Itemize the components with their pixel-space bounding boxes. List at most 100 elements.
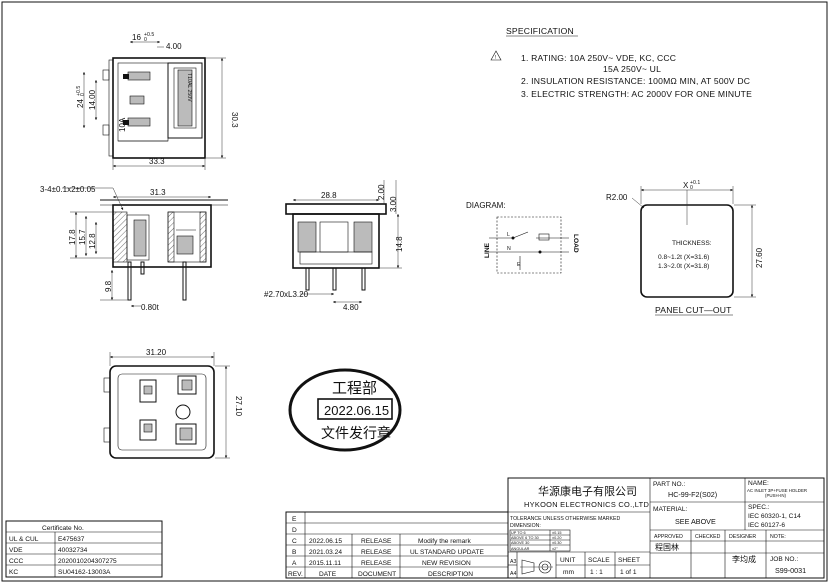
wiring-diagram: DIAGRAM: LINE LOAD L N E bbox=[466, 201, 579, 274]
svg-text:0: 0 bbox=[80, 93, 86, 96]
spec-value-2: IEC 60127-6 bbox=[748, 522, 785, 529]
name-label: NAME: bbox=[748, 480, 769, 487]
svg-text:+0.5: +0.5 bbox=[144, 32, 154, 38]
dim-16: 16 bbox=[132, 33, 141, 42]
job-value: S99-0031 bbox=[775, 566, 806, 575]
label-10a: 10A bbox=[118, 117, 127, 132]
svg-text:A: A bbox=[292, 560, 297, 567]
dim-pin: #2.70xL3.20 bbox=[264, 290, 309, 299]
bottom-view: 31.20 27.10 bbox=[103, 348, 243, 459]
size-a3: A3 bbox=[510, 559, 516, 565]
release-stamp: 工程部 2022.06.15 文件发行章 bbox=[288, 368, 402, 452]
stamp-top: 工程部 bbox=[332, 379, 377, 397]
svg-text:ABOVE 30: ABOVE 30 bbox=[511, 541, 529, 545]
diagram-line: LINE bbox=[484, 242, 491, 258]
svg-text:DATE: DATE bbox=[319, 571, 337, 578]
dim-15-7: 15.7 bbox=[78, 229, 87, 245]
material-label: MATERIAL: bbox=[653, 506, 687, 513]
tolerance-note: TOLERANCE UNLESS OTHERWISE MARKED bbox=[510, 516, 620, 522]
panel-height: 27.60 bbox=[755, 247, 764, 268]
top-view: T10AL 250V 10A 16 +0.5 0 4.00 24 +0.5 0 … bbox=[76, 32, 239, 170]
sheet-label: SHEET bbox=[618, 557, 640, 564]
dim-17-8: 17.8 bbox=[68, 229, 77, 245]
name-value: AC INLET 3P+FUSE HOLDER bbox=[747, 488, 807, 493]
dim-14-8: 14.8 bbox=[395, 236, 404, 252]
dim-0-80t: 0.80t bbox=[141, 303, 160, 312]
svg-text:DESCRIPTION: DESCRIPTION bbox=[428, 571, 473, 578]
svg-text:SU04162-13003A: SU04162-13003A bbox=[58, 569, 111, 576]
svg-text:2022.06.15: 2022.06.15 bbox=[309, 538, 342, 545]
svg-text:VDE: VDE bbox=[9, 547, 23, 554]
diagram-n: N bbox=[507, 246, 511, 252]
scale-label: SCALE bbox=[588, 557, 610, 564]
panel-thickness-label: THICKNESS: bbox=[672, 240, 712, 247]
svg-text:CCC: CCC bbox=[9, 558, 24, 565]
svg-text:Modify the remark: Modify the remark bbox=[418, 538, 471, 545]
svg-text:!: ! bbox=[495, 55, 496, 61]
svg-text:KC: KC bbox=[9, 569, 18, 576]
svg-text:E475637: E475637 bbox=[58, 536, 85, 543]
svg-text:±0.30: ±0.30 bbox=[552, 541, 561, 545]
approved-label: APPROVED bbox=[654, 534, 683, 540]
side-view: 3-4±0.1x2±0.05 31.3 17.8 15.7 12.8 9.8 0… bbox=[40, 185, 228, 312]
svg-text:DOCUMENT: DOCUMENT bbox=[358, 571, 396, 578]
dimension-label: DIMENSION: bbox=[510, 523, 541, 529]
svg-text:±0.20: ±0.20 bbox=[552, 536, 561, 540]
warning-triangle-icon bbox=[490, 50, 502, 61]
unit-value: mm bbox=[563, 569, 574, 576]
revision-table: E D C 2022.06.15 RELEASE Modify the rema… bbox=[285, 511, 509, 579]
certificate-table: Certificate No. UL & CUL E475637 VDE 400… bbox=[5, 520, 163, 578]
panel-thickness-1: 0.8~1.2t (X=31.6) bbox=[658, 254, 709, 261]
dim-screw: 3-4±0.1x2±0.05 bbox=[40, 185, 96, 194]
dim-24: 24 bbox=[76, 99, 85, 108]
specification-block: SPECIFICATION ! 1. RATING: 10A 250V~ VDE… bbox=[490, 26, 752, 99]
svg-text:REV.: REV. bbox=[288, 571, 303, 578]
dim-3-00: 3.00 bbox=[389, 196, 398, 212]
panel-caption: PANEL CUT—OUT bbox=[655, 305, 732, 315]
dim-4-80: 4.80 bbox=[343, 303, 359, 312]
svg-text:2021.03.24: 2021.03.24 bbox=[309, 549, 342, 556]
company-en: HYKOON ELECTRONICS CO.,LTD bbox=[524, 500, 649, 509]
checked-label: CHECKED bbox=[695, 534, 721, 540]
svg-text:RELEASE: RELEASE bbox=[361, 549, 392, 556]
svg-text:UL STANDARD UPDATE: UL STANDARD UPDATE bbox=[410, 549, 484, 556]
certificate-header: Certificate No. bbox=[42, 525, 84, 532]
name-value-2: (PUSH-IN) bbox=[765, 493, 787, 498]
stamp-bottom: 文件发行章 bbox=[321, 425, 391, 442]
dim-27-10: 27.10 bbox=[234, 396, 243, 417]
diagram-e: E bbox=[517, 262, 521, 268]
svg-text:RELEASE: RELEASE bbox=[361, 538, 392, 545]
dim-31-20: 31.20 bbox=[146, 348, 167, 357]
svg-text:E: E bbox=[292, 516, 297, 523]
svg-text:2015.11.11: 2015.11.11 bbox=[309, 560, 341, 567]
svg-text:±0.15: ±0.15 bbox=[552, 531, 561, 535]
panel-x: X bbox=[683, 181, 689, 190]
dim-9-8: 9.8 bbox=[104, 280, 113, 292]
part-value: HC-99-F2(S02) bbox=[668, 490, 717, 499]
dim-4: 4.00 bbox=[166, 42, 182, 51]
svg-text:40032734: 40032734 bbox=[58, 547, 88, 554]
spec-line-1b: 15A 250V~ UL bbox=[603, 64, 661, 74]
title-block: 华源康电子有限公司 HYKOON ELECTRONICS CO.,LTD TOL… bbox=[507, 477, 825, 579]
svg-text:+0.1: +0.1 bbox=[690, 180, 700, 186]
designer-value: 李均成 bbox=[732, 554, 756, 564]
svg-text:+0.5: +0.5 bbox=[76, 86, 82, 96]
svg-text:2020010204307275: 2020010204307275 bbox=[58, 558, 117, 565]
note-label: NOTE: bbox=[770, 534, 786, 540]
job-label: JOB NO.: bbox=[770, 556, 798, 563]
designer-label: DESIGNER bbox=[729, 534, 756, 540]
approved-value: 程国林 bbox=[655, 542, 679, 552]
svg-text:0: 0 bbox=[690, 185, 693, 191]
diagram-l: L bbox=[507, 232, 510, 238]
sheet-value: 1 of 1 bbox=[620, 569, 637, 576]
size-a4: A4 bbox=[510, 571, 516, 577]
svg-text:ANGULAR: ANGULAR bbox=[511, 547, 530, 551]
part-label: PART NO.: bbox=[653, 481, 685, 488]
svg-text:D: D bbox=[292, 527, 297, 534]
dim-31-3: 31.3 bbox=[150, 188, 166, 197]
panel-thickness-2: 1.3~2.0t (X=31.8) bbox=[658, 263, 709, 270]
diagram-label: DIAGRAM: bbox=[466, 201, 506, 210]
panel-cutout: X +0.1 0 R2.00 27.60 THICKNESS: 0.8~1.2t… bbox=[606, 180, 764, 316]
